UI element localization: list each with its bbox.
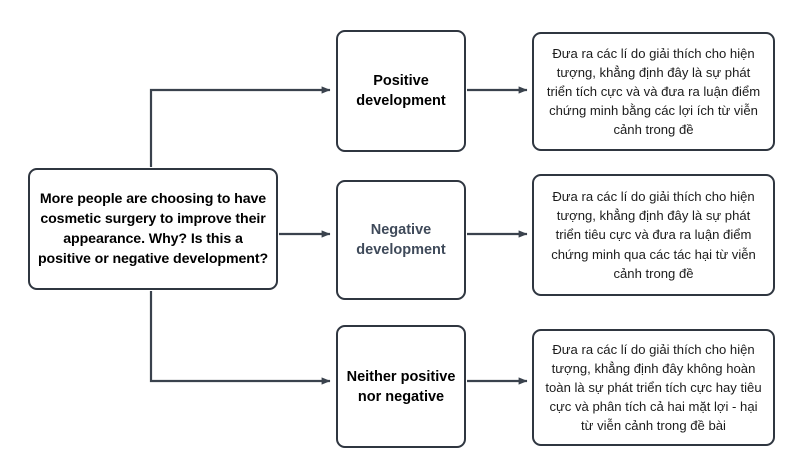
- detail-text-negative: Đưa ra các lí do giải thích cho hiện tượ…: [551, 189, 756, 281]
- detail-text-neither: Đưa ra các lí do giải thích cho hiện tượ…: [545, 341, 762, 434]
- detail-box-negative[interactable]: Đưa ra các lí do giải thích cho hiện tượ…: [532, 174, 775, 296]
- connector-question-to-positive: [149, 86, 331, 167]
- connector-question-to-neither: [149, 291, 331, 385]
- detail-box-positive[interactable]: Đưa ra các lí do giải thích cho hiện tượ…: [532, 32, 775, 151]
- option-label-neither: Neither positive nor negative: [346, 368, 456, 405]
- detail-box-neither[interactable]: Đưa ra các lí do giải thích cho hiện tượ…: [532, 329, 775, 446]
- question-text: More people are choosing to have cosmeti…: [37, 190, 269, 268]
- option-label-negative: Negative development: [356, 222, 446, 258]
- option-box-neither[interactable]: Neither positive nor negative: [336, 325, 466, 448]
- option-label-positive: Positive development: [356, 73, 446, 109]
- detail-text-positive: Đưa ra các lí do giải thích cho hiện tượ…: [546, 45, 761, 138]
- question-box[interactable]: More people are choosing to have cosmeti…: [28, 168, 278, 290]
- option-box-positive[interactable]: Positive development: [336, 30, 466, 152]
- option-box-negative[interactable]: Negative development: [336, 180, 466, 300]
